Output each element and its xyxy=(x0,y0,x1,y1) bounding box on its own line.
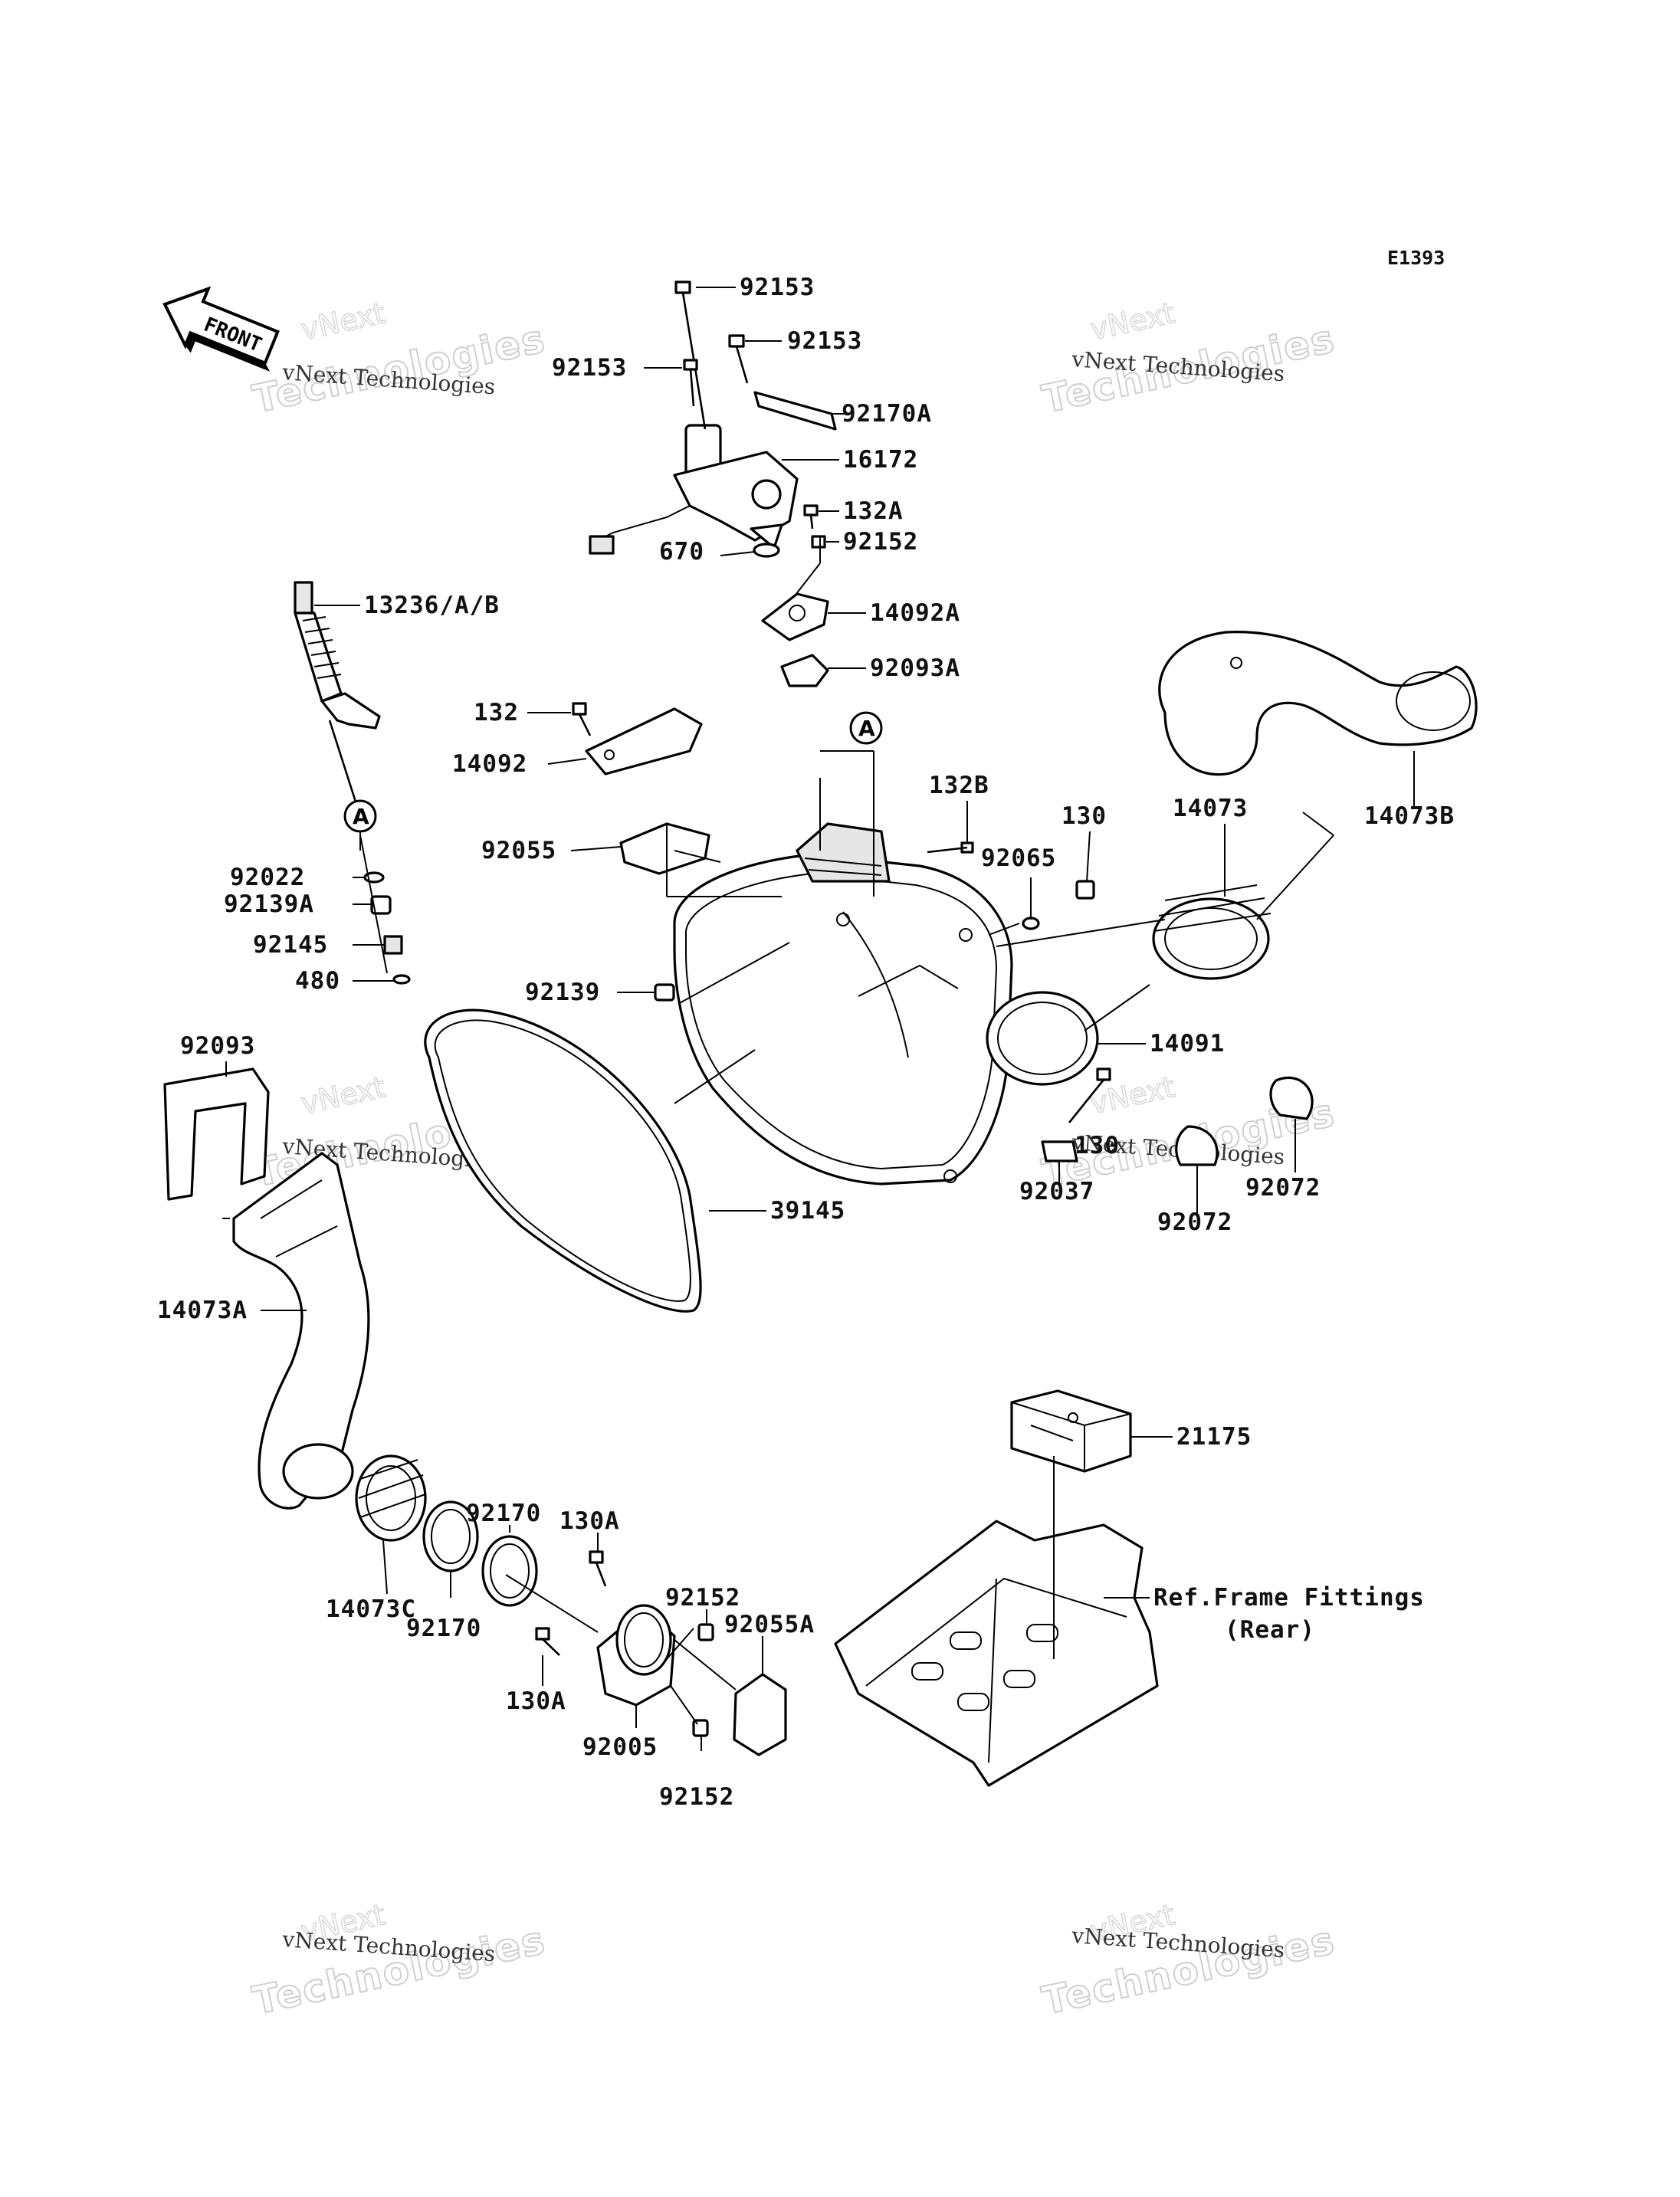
frame-fittings-rear xyxy=(834,1520,1159,1787)
boot-14073 xyxy=(1152,884,1271,980)
bolt-132B xyxy=(927,841,974,854)
o-ring-670 xyxy=(753,543,780,558)
nut-92152 xyxy=(697,1623,714,1641)
gasket-92055A xyxy=(733,1673,787,1756)
svg-text:vNext: vNext xyxy=(1088,296,1178,346)
part-label: Ref.Frame Fittings xyxy=(1153,1584,1425,1612)
pin-480 xyxy=(392,974,411,985)
part-label: 92145 xyxy=(253,931,328,959)
nut-92152 xyxy=(811,535,826,549)
bolt-92153 xyxy=(674,280,707,430)
gasket-92093A xyxy=(780,654,829,687)
front-arrow-icon: FRONT xyxy=(162,286,280,372)
cover-14092 xyxy=(585,707,703,776)
part-labels: 92153 92153 92153 92170A 16172 132A 9215… xyxy=(157,274,1455,1811)
duct-14073A xyxy=(232,1152,370,1510)
part-label: 14073B xyxy=(1364,802,1455,830)
duct-14073B xyxy=(1158,631,1478,776)
svg-text:A: A xyxy=(353,804,369,829)
fitting-92005 xyxy=(596,1604,676,1707)
part-label: 92139 xyxy=(525,979,600,1006)
part-label: 14092A xyxy=(870,599,960,627)
cable-13236 xyxy=(294,581,381,817)
callout-a: A xyxy=(849,711,883,745)
boot-14073C xyxy=(355,1454,427,1542)
module-21175 xyxy=(1010,1389,1132,1473)
part-label: 130 xyxy=(1075,1132,1120,1159)
part-label: 92153 xyxy=(552,354,627,382)
svg-text:A: A xyxy=(858,716,875,741)
bolt-132A xyxy=(803,504,819,530)
seal-39145 xyxy=(424,1008,702,1313)
part-label: 132 xyxy=(474,699,519,726)
seal-92093 xyxy=(163,1067,270,1201)
clamp-92072 xyxy=(1175,1125,1219,1166)
part-label: 92152 xyxy=(843,528,918,556)
part-label: 21175 xyxy=(1176,1423,1252,1451)
part-label: 92055A xyxy=(724,1611,815,1638)
part-label: 92152 xyxy=(665,1584,740,1612)
part-label: 132A xyxy=(843,497,904,525)
part-label: 14091 xyxy=(1150,1030,1225,1058)
watermark-top-left: vNext Technologies xyxy=(248,296,550,423)
part-label: (Rear) xyxy=(1225,1616,1315,1644)
part-label: 670 xyxy=(659,538,704,566)
clamp-92072 xyxy=(1269,1076,1314,1120)
svg-text:vNext: vNext xyxy=(298,296,389,346)
part-label: 14073 xyxy=(1173,795,1248,822)
diagram-code: E1393 xyxy=(1387,247,1445,269)
bolt-130 xyxy=(1068,1067,1111,1123)
svg-text:vNext: vNext xyxy=(298,1070,389,1120)
part-label: 92153 xyxy=(787,327,862,355)
bolt-130A xyxy=(589,1550,607,1587)
part-label: 92153 xyxy=(740,274,815,301)
bolt-132 xyxy=(572,702,592,736)
part-label: 92152 xyxy=(659,1783,734,1811)
part-label: 92170A xyxy=(842,400,932,428)
clamp-92170 xyxy=(481,1535,538,1607)
bolt-92153 xyxy=(683,359,698,407)
part-label: 92139A xyxy=(224,890,314,918)
bolt-130A xyxy=(535,1627,560,1656)
part-label: 132B xyxy=(929,772,989,799)
part-label: 16172 xyxy=(843,446,918,474)
part-label: 13236/A/B xyxy=(364,592,500,619)
part-label: 92072 xyxy=(1157,1208,1232,1236)
bolt-92153 xyxy=(728,334,749,384)
bracket-92037 xyxy=(1041,1140,1078,1162)
actuator-16172 xyxy=(589,424,799,555)
gasket-92055 xyxy=(619,822,710,875)
washer-92065 xyxy=(1022,917,1040,930)
part-label: 14073A xyxy=(157,1297,248,1324)
part-label: 480 xyxy=(295,967,340,995)
part-label: 92037 xyxy=(1019,1178,1094,1205)
part-label: 92170 xyxy=(406,1615,481,1642)
part-label: 92005 xyxy=(582,1733,658,1761)
part-label: 92055 xyxy=(481,837,556,864)
part-label: 92093A xyxy=(870,654,960,682)
collar-92139 xyxy=(654,983,675,1002)
part-label: 14092 xyxy=(452,750,527,778)
part-label: 130A xyxy=(506,1687,566,1715)
part-label: 92065 xyxy=(981,844,1056,872)
part-label: 92170 xyxy=(466,1500,541,1527)
part-label: 130A xyxy=(559,1507,620,1535)
converter-cover-14091 xyxy=(673,822,1099,1185)
leader-lines xyxy=(222,287,1415,1751)
part-label: 130 xyxy=(1061,802,1107,830)
watermark-top-right: vNext Technologies xyxy=(1038,296,1340,423)
bolt-130 xyxy=(1075,880,1095,900)
part-label: 92072 xyxy=(1245,1174,1321,1202)
spring-92145 xyxy=(383,935,403,955)
part-label: 92022 xyxy=(230,864,305,891)
cover-14092A xyxy=(761,592,829,641)
part-label: 39145 xyxy=(770,1197,845,1225)
part-label: 14073C xyxy=(326,1595,416,1623)
bracket-92170A xyxy=(753,391,837,431)
callout-a: A xyxy=(343,799,377,833)
leader xyxy=(359,835,388,974)
part-label: 92093 xyxy=(180,1032,255,1060)
